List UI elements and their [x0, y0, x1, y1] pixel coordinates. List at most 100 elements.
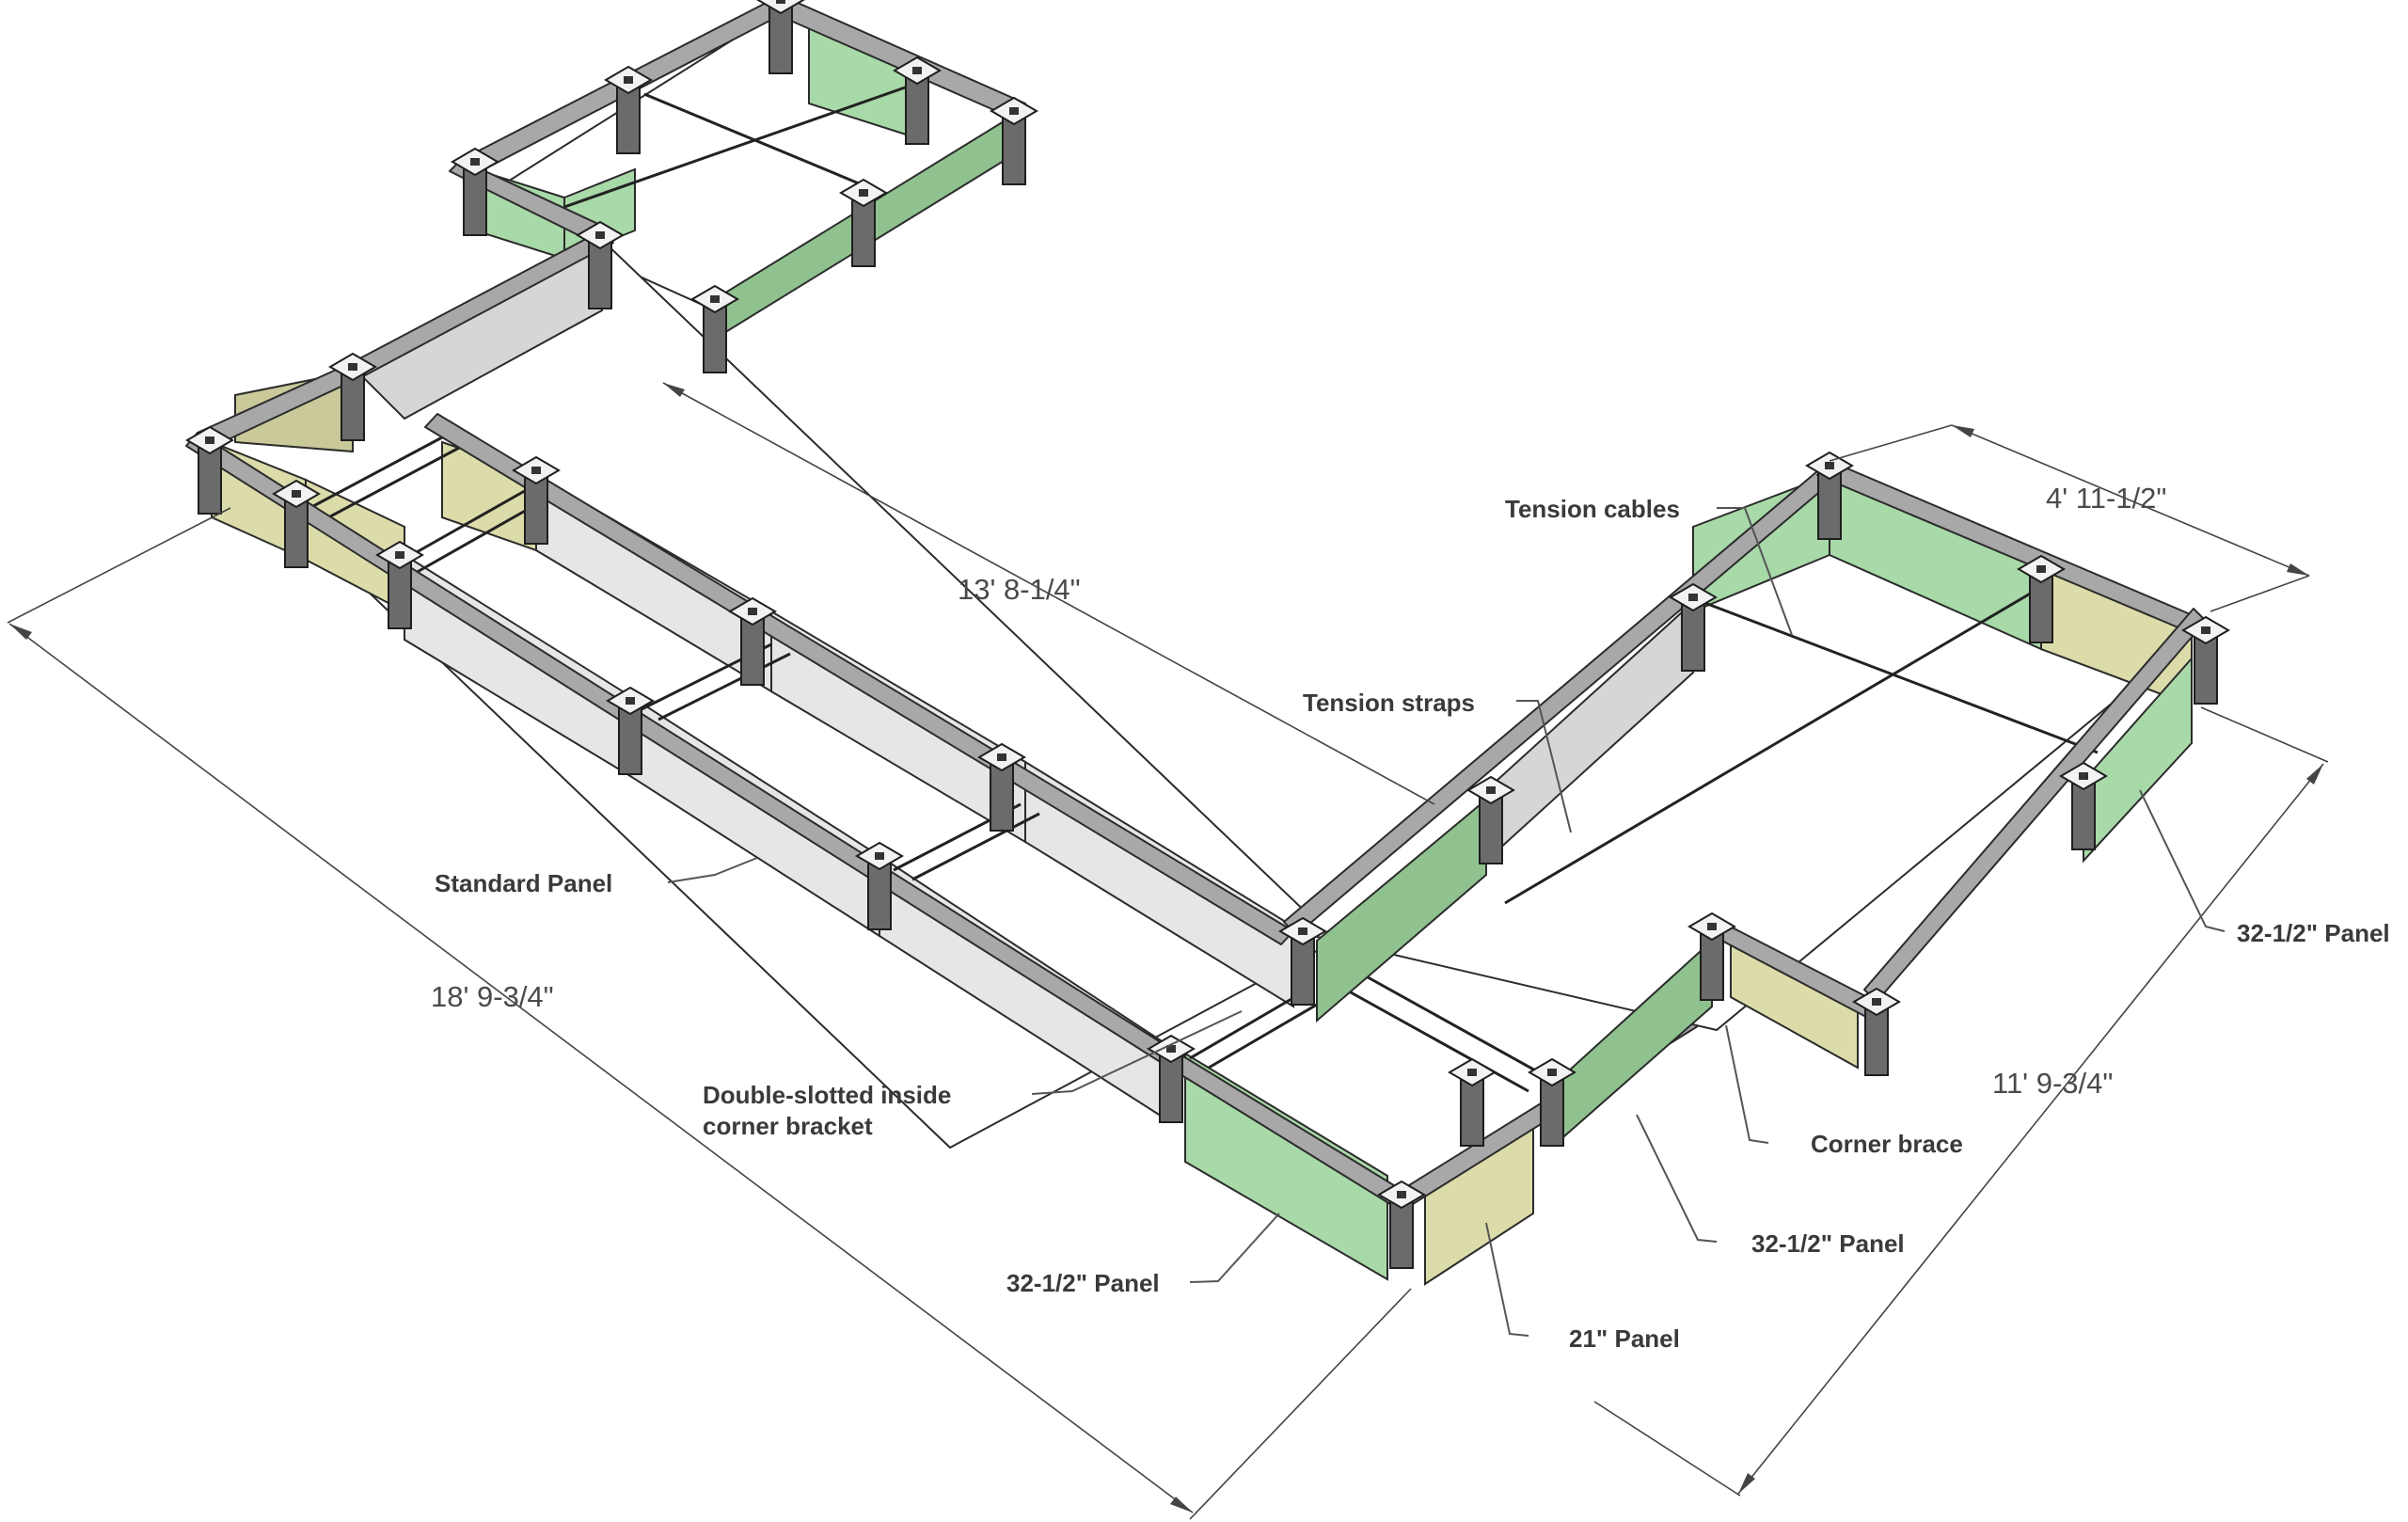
top-bed-cable: [563, 78, 927, 209]
dim-overall-length: 18' 9-3/4": [431, 980, 554, 1013]
top-bed-cable-2: [643, 92, 871, 190]
leader-lines: [667, 507, 2226, 1337]
label-panel-32-mid: 32-1/2" Panel: [1751, 1229, 1905, 1258]
dim-inner-run: 13' 8-1/4": [958, 573, 1081, 606]
label-standard-panel: Standard Panel: [435, 869, 612, 897]
corner-post: [341, 373, 365, 441]
corner-post: [851, 199, 876, 267]
callout-labels: Tension cables Tension straps Standard P…: [435, 495, 2390, 1353]
strap-5b: [1208, 1000, 1323, 1070]
bracket-slot: [1397, 1191, 1406, 1198]
bracket-slot: [1467, 1069, 1477, 1076]
bracket-slot: [205, 436, 214, 444]
bracket-slot: [2036, 565, 2046, 573]
corner-post: [768, 7, 793, 74]
leader-tension-straps: [1516, 700, 1572, 833]
label-panel-21: 21" Panel: [1569, 1324, 1680, 1353]
corner-post: [1681, 604, 1705, 672]
ext-right-end: [1593, 1401, 1741, 1497]
ext-right-start: [2200, 706, 2329, 763]
strap-5: [1189, 991, 1304, 1060]
corner-post: [388, 562, 412, 629]
bracket-slot: [859, 189, 868, 197]
strap-1b: [319, 445, 462, 524]
bracket-slot: [595, 231, 605, 239]
corner-post: [616, 87, 641, 154]
bracket-slot: [912, 67, 922, 74]
strap-6b: [1335, 958, 1548, 1079]
dimension-lines: [7, 382, 2329, 1520]
bracket-slot: [1872, 998, 1881, 1006]
corner-post: [740, 618, 765, 686]
bracket-slot: [1298, 927, 1307, 935]
dimline-inner-run: [662, 382, 1435, 805]
corner-post: [1389, 1201, 1414, 1269]
bracket-slot: [626, 697, 635, 705]
corner-post: [524, 477, 548, 545]
corner-post: [990, 764, 1014, 832]
bracket-slot: [348, 363, 357, 371]
bracket-slot: [748, 608, 757, 615]
arrow-right-end: [1738, 1473, 1755, 1494]
corner-brackets: [185, 0, 2230, 1269]
ext-overall-end: [1189, 1288, 1412, 1520]
dim-top-width: 4' 11-1/2": [2046, 482, 2166, 515]
strap-1: [300, 436, 443, 515]
corner-post: [618, 707, 642, 775]
bracket-slot: [395, 551, 404, 559]
dimline-right-length: [1737, 763, 2324, 1495]
arrow-right-start: [2306, 764, 2323, 785]
arrow-overall-end: [1170, 1497, 1193, 1513]
bracket-slot: [2201, 626, 2210, 634]
dim-right-length: 11' 9-3/4": [1992, 1067, 2113, 1100]
leader-panel-21: [1485, 1222, 1529, 1337]
bracket-slot: [875, 852, 884, 860]
corner-post: [588, 242, 612, 309]
bracket-slot: [1166, 1045, 1176, 1053]
label-double-slotted-line2: corner bracket: [703, 1112, 873, 1140]
corner-post: [284, 500, 309, 568]
arrow-width-start: [1952, 425, 1974, 437]
strap-3b: [657, 652, 791, 721]
bracket-slot: [1009, 107, 1019, 115]
label-tension-cables: Tension cables: [1505, 495, 1680, 523]
bracket-slot: [1547, 1069, 1557, 1076]
bracket-slot: [710, 295, 720, 303]
arrow-overall-start: [9, 624, 32, 640]
leader-panel-32-right: [2139, 789, 2226, 932]
strap-2: [394, 483, 537, 566]
corner-post: [905, 77, 929, 145]
corner-post: [1864, 1008, 1889, 1076]
label-corner-brace: Corner brace: [1811, 1130, 1963, 1158]
garden-bed-drawing: [185, 0, 2230, 1286]
bracket-slot: [531, 467, 541, 474]
bracket-slot: [997, 753, 1006, 761]
bracket-slot: [624, 76, 633, 84]
corner-bracket: [756, 0, 805, 15]
right-bed-cable-2: [1504, 591, 2033, 905]
corner-post: [1817, 472, 1842, 540]
corner-post: [2029, 576, 2053, 643]
corner-post: [2071, 783, 2096, 850]
bracket-slot: [776, 0, 785, 4]
leader-panel-32-left: [1189, 1213, 1280, 1283]
dimension-labels: 4' 11-1/2" 13' 8-1/4" 18' 9-3/4" 11' 9-3…: [431, 482, 2166, 1100]
label-panel-32-left: 32-1/2" Panel: [1006, 1269, 1160, 1297]
long-bed: [185, 230, 1724, 1286]
corner-post: [1479, 797, 1503, 864]
corner-post: [1159, 1055, 1183, 1123]
right-bed-cable-1: [1702, 600, 2099, 754]
leader-corner-brace: [1725, 1024, 1769, 1144]
corner-post: [1291, 938, 1315, 1006]
label-double-slotted-line1: Double-slotted inside: [703, 1081, 951, 1109]
bracket-slot: [470, 158, 480, 166]
corner-post: [1540, 1079, 1564, 1147]
dimline-overall-length: [8, 623, 1194, 1514]
bracket-slot: [1707, 923, 1717, 930]
leader-panel-32-mid: [1636, 1114, 1718, 1243]
bracket-slot: [2079, 772, 2088, 780]
leader-standard-panel: [667, 857, 758, 883]
bracket-slot: [1825, 462, 1834, 469]
label-tension-straps: Tension straps: [1303, 689, 1475, 717]
bracket-slot: [1688, 594, 1698, 601]
